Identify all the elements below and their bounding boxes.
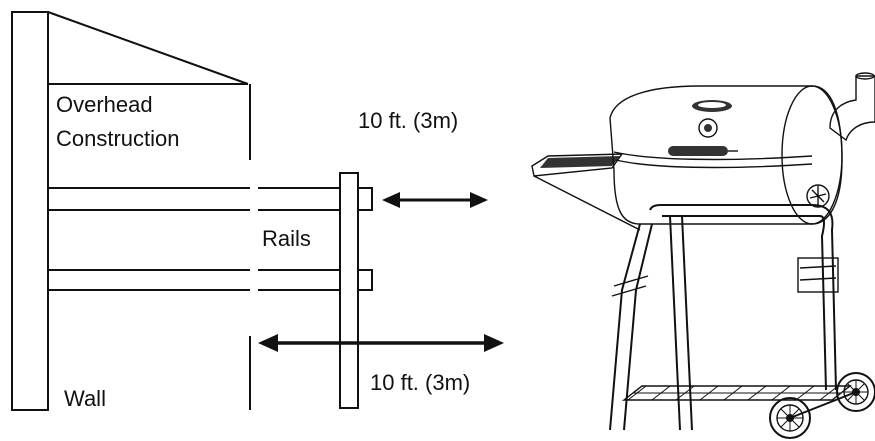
wall [11,11,49,411]
overhead-label-line2: Construction [56,126,180,151]
rails [48,172,373,409]
rails-label: Rails [262,226,311,251]
double-arrow-icon-bottom [258,334,504,352]
overhead-construction [47,11,251,160]
double-arrow-icon-top [382,192,488,208]
wall-label: Wall [64,386,106,411]
clearance-label-bottom: 10 ft. (3m) [370,370,470,395]
barrel-grill-icon [531,72,875,439]
clearance-label-top: 10 ft. (3m) [358,108,458,133]
overhead-label-line1: Overhead [56,92,153,117]
